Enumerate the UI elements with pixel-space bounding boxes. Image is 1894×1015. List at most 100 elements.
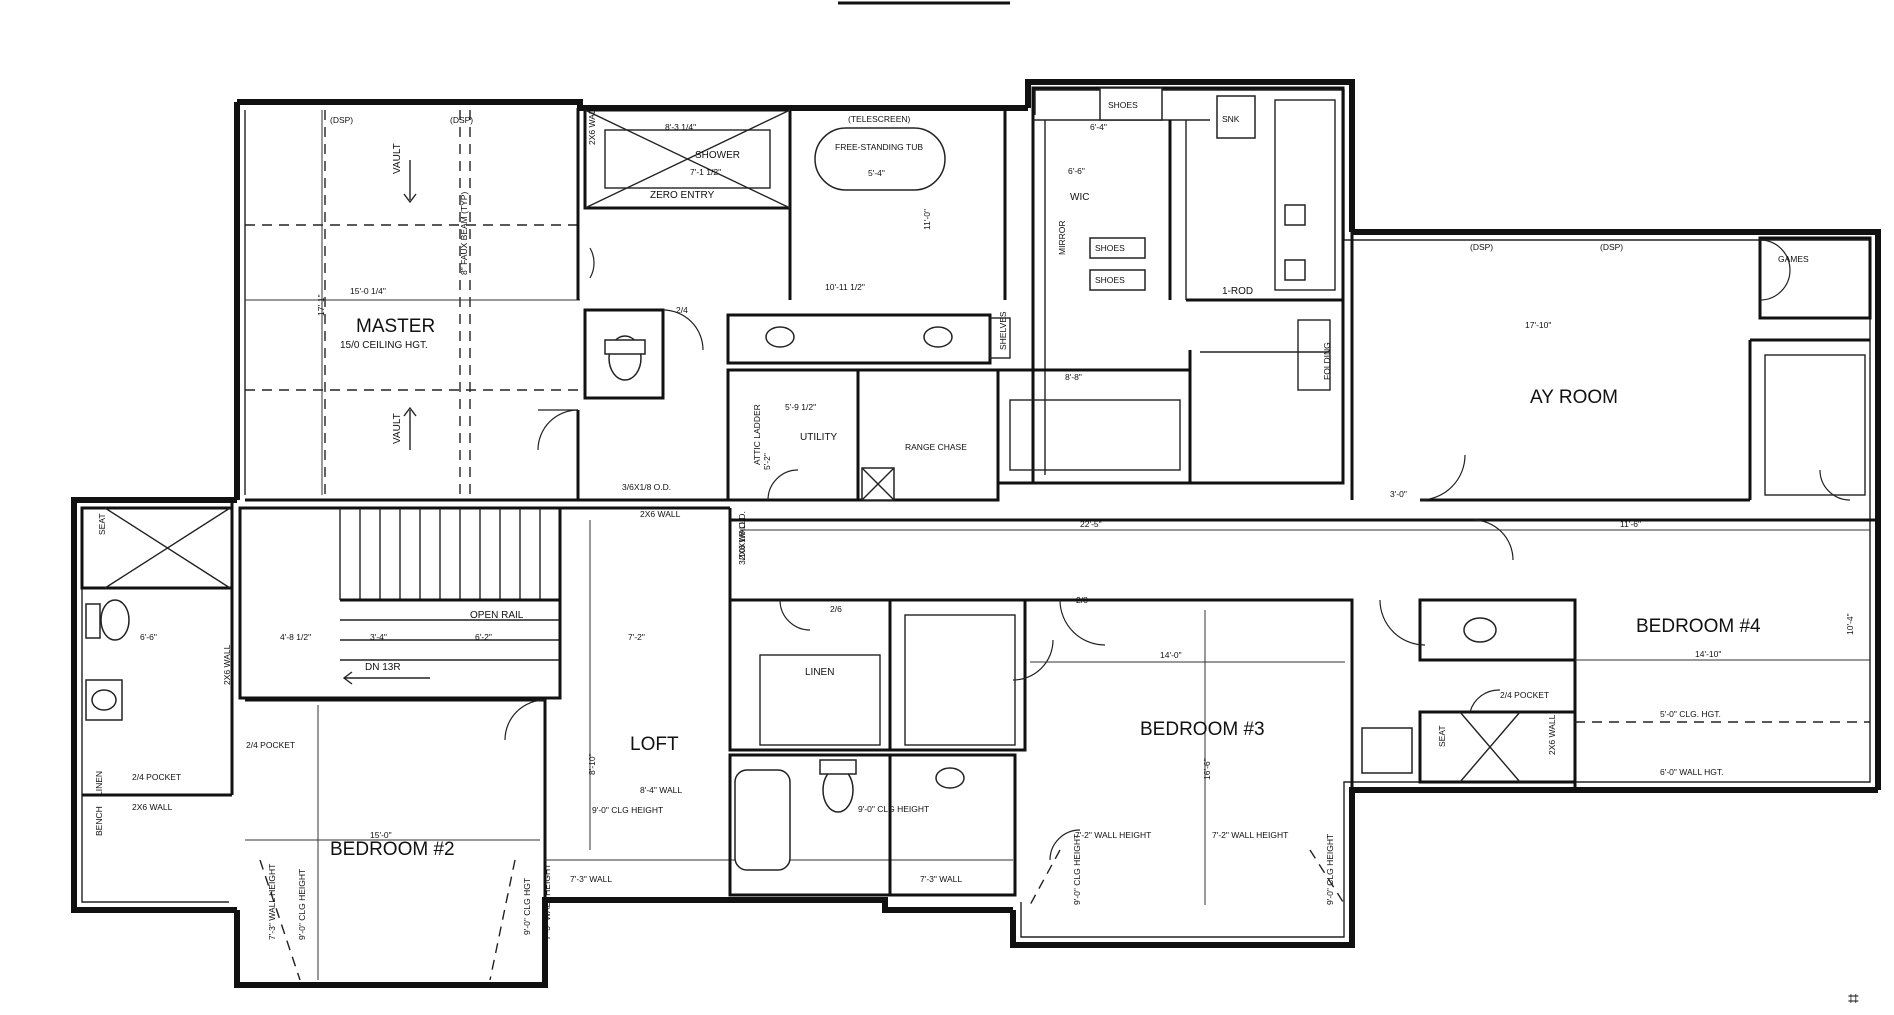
door-2-8-label: 2/8 <box>1076 595 1088 605</box>
pocket-label-b2: 2/4 POCKET <box>246 740 295 750</box>
dsp-label-4: (DSP) <box>1600 242 1623 252</box>
wall-2x6-a: 2X6 WALL <box>587 104 597 145</box>
dim-bed4-w: 14'-10" <box>1695 649 1721 659</box>
room-label-bedroom-3: BEDROOM #3 <box>1140 719 1265 740</box>
center-bath <box>728 598 1054 897</box>
dim-bath-left: 6'-6" <box>140 632 157 642</box>
b2-clg-label: 9'-0" CLG HGT <box>522 878 532 935</box>
room-label-bedroom-4: BEDROOM #4 <box>1636 616 1761 637</box>
loft-wall2-label: 7'-3" WALL <box>570 874 612 884</box>
dim-shower-d: 7'-1 1/2" <box>690 167 721 177</box>
b4-clg-label: 5'-0" CLG. HGT. <box>1660 709 1721 719</box>
stair <box>238 506 562 700</box>
wall-2x6-e: 2X6 WALL <box>132 802 173 812</box>
room-label-bedroom-2: BEDROOM #2 <box>330 839 455 860</box>
loft-clg-label: 9'-0" CLG HEIGHT <box>592 805 663 815</box>
open-3-10-label: 3/10X1/6 O.D. <box>737 511 747 565</box>
dim-bath-h: 11'-0" <box>922 209 932 230</box>
games-label: GAMES <box>1778 254 1809 264</box>
shoes-label-top: SHOES <box>1108 100 1138 110</box>
tub-size-label: 5'-4" <box>868 168 885 178</box>
b3-clg-l-label: 9'-0" CLG HEIGHT <box>1072 834 1082 905</box>
b4-wall-label: 6'-0" WALL HGT. <box>1660 767 1724 777</box>
b3-wall-r-label: 7'-2" WALL HEIGHT <box>1212 830 1288 840</box>
bedroom-2-area <box>245 698 547 981</box>
room-label-play-room: AY ROOM <box>1530 387 1618 408</box>
dim-master-h: 17'-1" <box>316 294 326 316</box>
dsp-label-1: (DSP) <box>330 115 353 125</box>
dim-utility-ext: 5'-2" <box>762 453 772 470</box>
wall-2x6-d: 2X6 WALL <box>222 644 232 685</box>
stair-down-label: DN 13R <box>365 662 401 673</box>
wall-2x6-f: 2X6 WALL <box>1547 714 1557 755</box>
bath-clg-label: 9'-0" CLG HEIGHT <box>858 804 929 814</box>
rod-label: 1-ROD <box>1222 286 1253 297</box>
dim-bed2-w: 15'-0" <box>370 830 392 840</box>
master-bath <box>583 108 1011 400</box>
room-labels: MASTER 15/0 CEILING HGT. AY ROOM LOFT BE… <box>330 192 1761 860</box>
linen-small-label: LINEN <box>94 771 104 796</box>
folding-label: FOLDING <box>1322 342 1332 380</box>
dim-hall-w: 22'-5" <box>1080 519 1102 529</box>
dim-wic-w: 6'-6" <box>1068 166 1085 176</box>
b2-clg2-label: 9'-0" CLG HEIGHT <box>297 869 307 940</box>
play-room <box>1350 232 1872 502</box>
dim-play-w: 17'-10" <box>1525 320 1551 330</box>
dim-utility-w: 5'-9 1/2" <box>785 402 816 412</box>
shoes-label-mid: SHOES <box>1095 243 1125 253</box>
dim-wic-mid: 8'-8" <box>1065 372 1082 382</box>
master-suite <box>245 108 740 502</box>
dim-stair-a: 4'-8 1/2" <box>280 632 311 642</box>
dim-bed3-w: 14'-0" <box>1160 650 1182 660</box>
dim-bath-w: 10'-11 1/2" <box>825 282 865 292</box>
room-label-utility: UTILITY <box>800 432 838 443</box>
seat-label-right: SEAT <box>1437 725 1447 747</box>
dim-wic-top: 6'-4" <box>1090 122 1107 132</box>
attic-opening-label: 3/6X1/8 O.D. <box>622 482 671 492</box>
attic-ladder-label: ATTIC LADDER <box>752 404 762 465</box>
dim-stair-b: 3'-4" <box>370 632 387 642</box>
mirror-label: MIRROR <box>1057 221 1067 255</box>
bedroom-3-area <box>1025 598 1354 910</box>
dim-hall-right: 11'-6" <box>1620 519 1641 529</box>
left-bath <box>80 500 234 797</box>
bath-wall-label: 7'-3" WALL <box>920 874 962 884</box>
faux-beam-label: 8" FAUX BEAM (TYP) <box>459 192 469 275</box>
loft-wall-label: 8'-4" WALL <box>640 785 682 795</box>
corner-mark: ⌗ <box>1848 989 1859 1010</box>
telescreen-label: (TELESCREEN) <box>848 114 911 124</box>
dim-loft-w: 7'-2" <box>628 632 645 642</box>
room-label-wic: WIC <box>1070 192 1089 203</box>
sink-label: SNK <box>1222 114 1240 124</box>
pocket-label-right: 2/4 POCKET <box>1500 690 1549 700</box>
door-2-4-label: 2/4 <box>676 305 688 315</box>
pocket-label-left: 2/4 POCKET <box>132 772 181 782</box>
b3-clg-r-label: 9'-0" CLG HEIGHT <box>1325 834 1335 905</box>
dim-bed3-h: 16'-6" <box>1202 758 1212 780</box>
tub-label: FREE-STANDING TUB <box>835 142 923 152</box>
loft-hall <box>545 506 1878 861</box>
vault-label-top: VAULT <box>392 143 403 174</box>
b2-wall-label: 7'-3" WALL HEIGHT <box>267 864 277 940</box>
bedroom-4-area <box>1361 519 1870 790</box>
dim-master-w: 15'-0 1/4" <box>350 286 386 296</box>
dsp-label-2: (DSP) <box>450 115 473 125</box>
dimension-labels: 15'-0 1/4" 17'-1" 8'-3 1/4" 7'-1 1/2" 10… <box>140 122 1855 840</box>
dim-bed4-h: 10'-4" <box>1845 613 1855 635</box>
annotation-labels: VAULT VAULT SHOWER ZERO ENTRY FREE-STAND… <box>94 100 1809 940</box>
bench-label: BENCH <box>94 806 104 836</box>
range-chase-label: RANGE CHASE <box>905 442 967 452</box>
b3-wall-l-label: 7'-2" WALL HEIGHT <box>1075 830 1151 840</box>
shelves-label: SHELVES <box>998 311 1008 350</box>
utility-area <box>726 368 1190 502</box>
room-sublabel-master: 15/0 CEILING HGT. <box>340 340 428 351</box>
vault-label-bottom: VAULT <box>392 413 403 444</box>
walk-in-closet <box>1031 86 1345 485</box>
wall-2x6-c: 2X6 WALL <box>737 519 747 560</box>
wall-2x6-b: 2X6 WALL <box>640 509 681 519</box>
room-label-linen: LINEN <box>805 667 834 678</box>
room-label-loft: LOFT <box>630 734 679 755</box>
dim-stair-c: 6'-2" <box>475 632 492 642</box>
seat-label-left: SEAT <box>97 513 107 535</box>
